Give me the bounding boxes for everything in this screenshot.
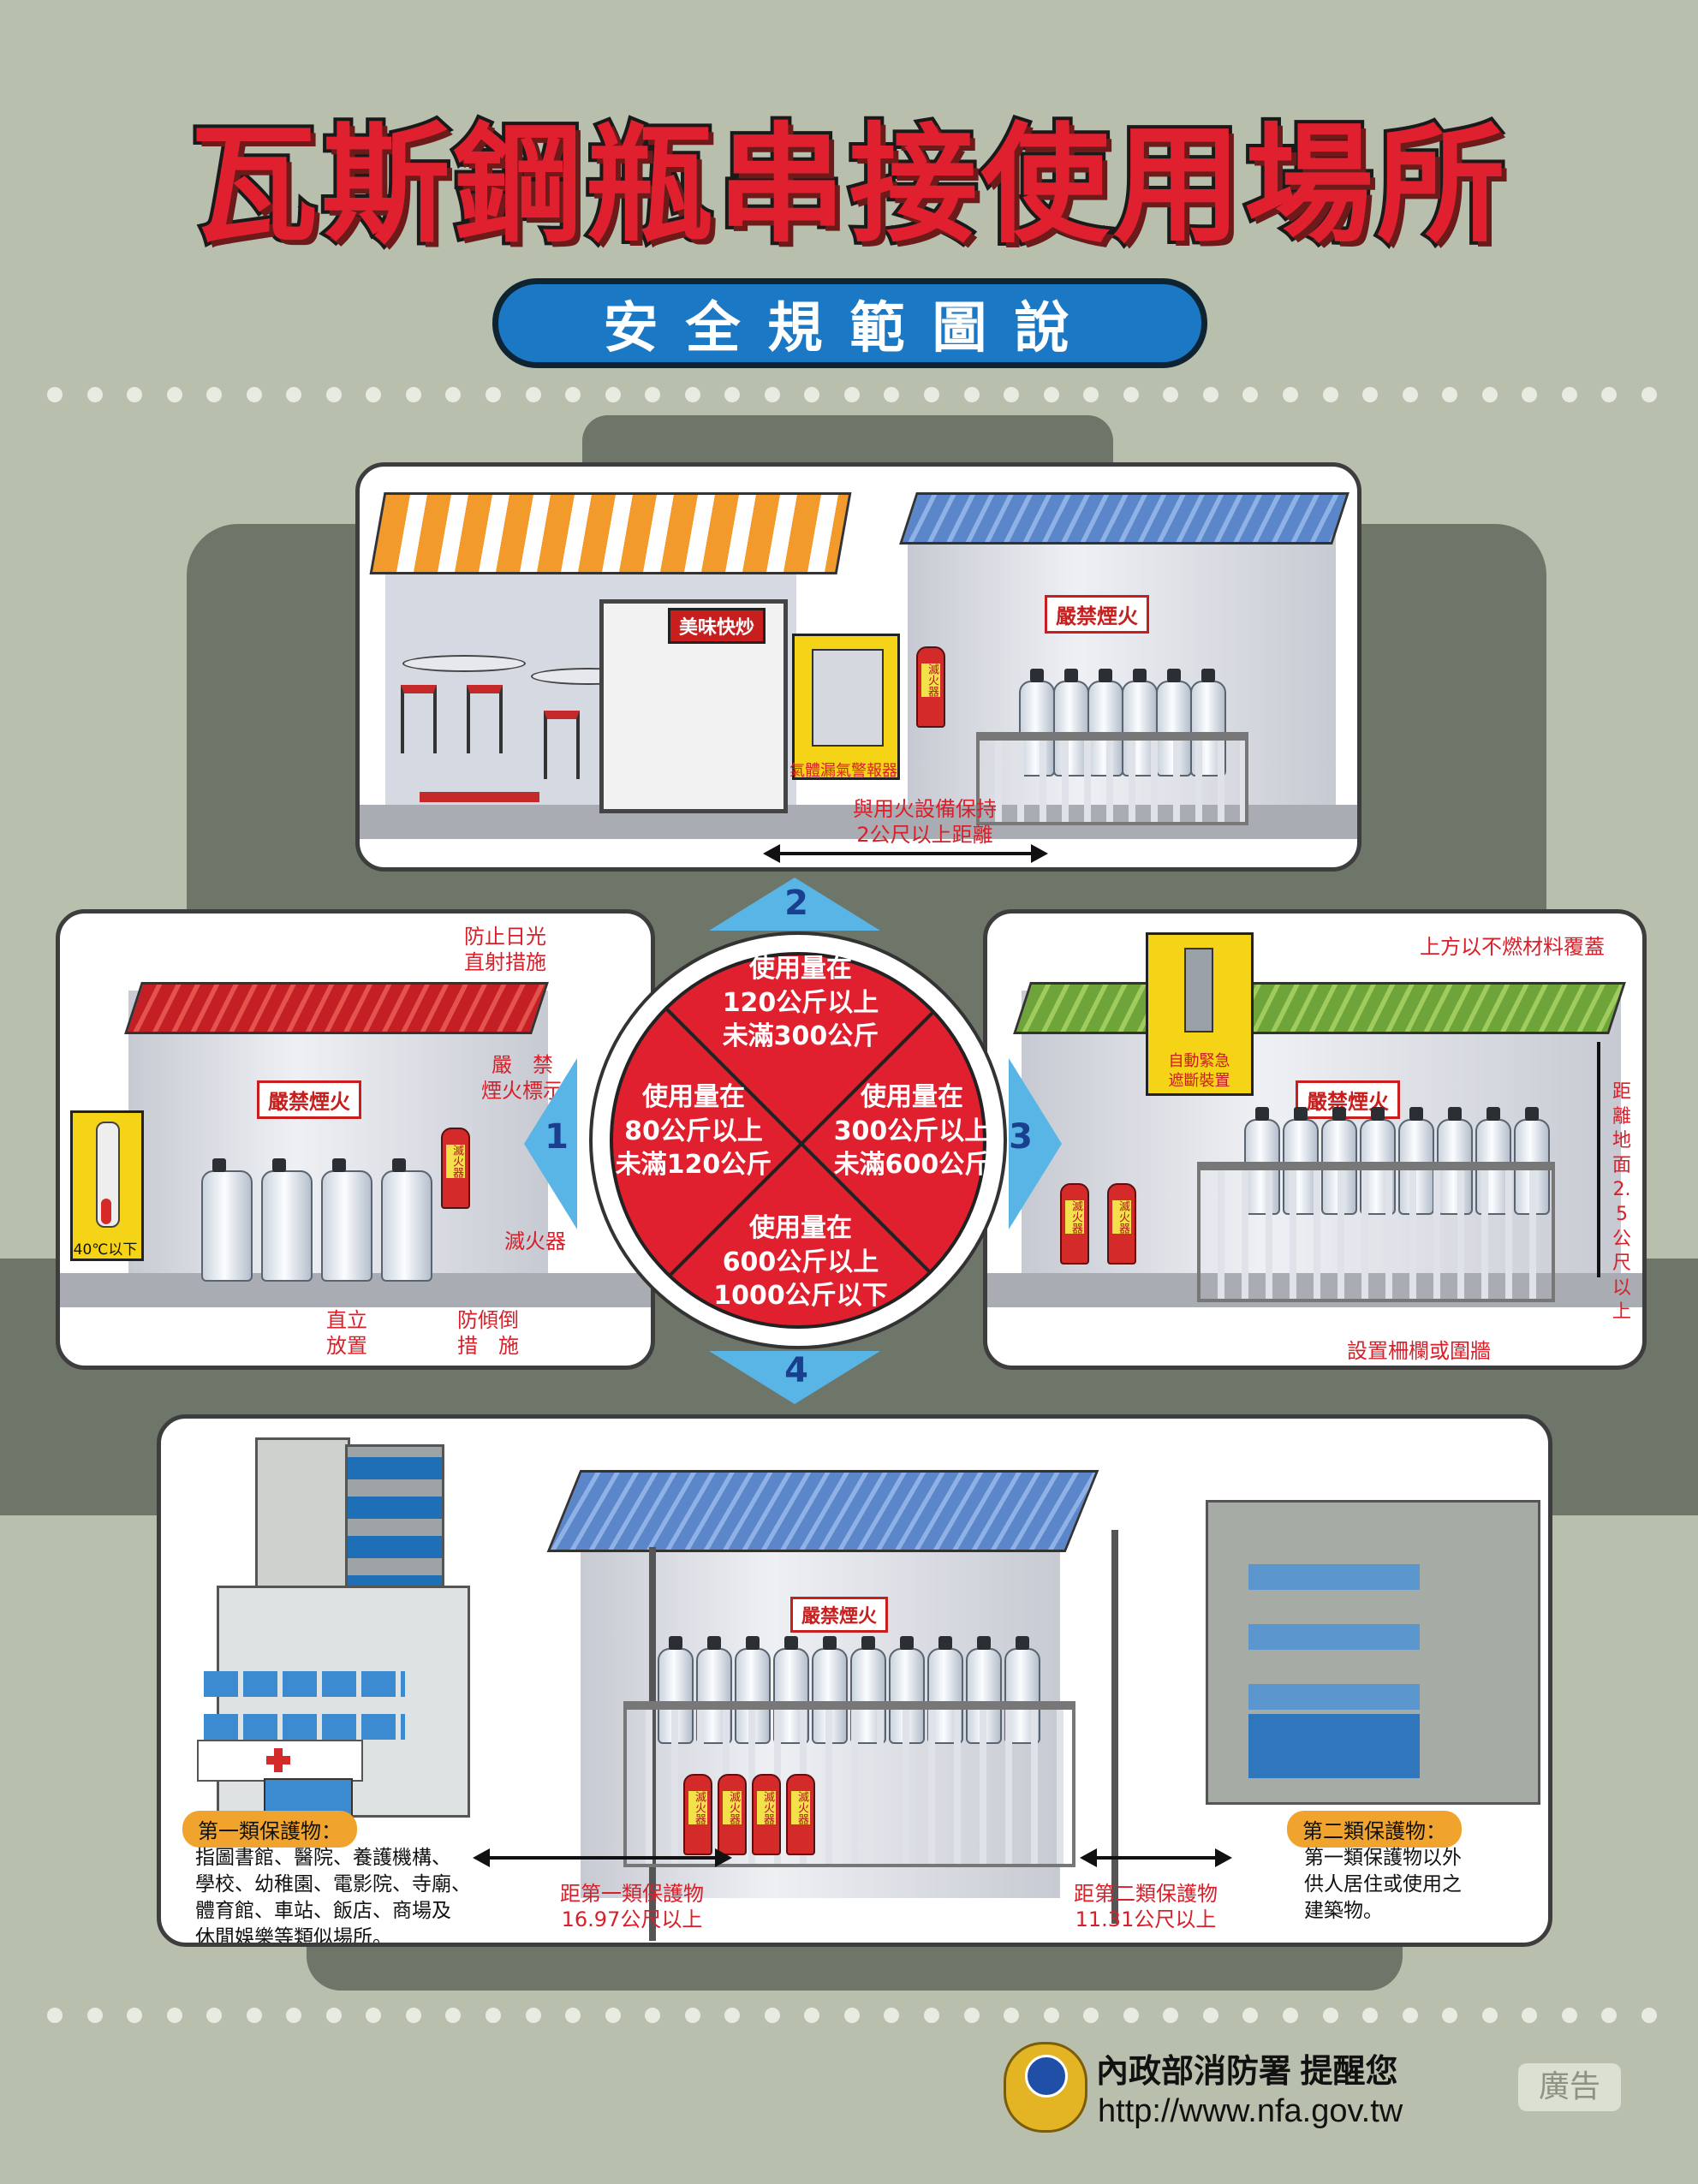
quadrant-left: 使用量在 80公斤以上 未滿120公斤 <box>615 1082 772 1181</box>
agency-emblem <box>1004 2042 1087 2133</box>
extinguisher-icon: 滅火器 <box>718 1774 747 1855</box>
arrow-3-label: 3 <box>1009 1117 1033 1157</box>
stool <box>544 711 580 779</box>
green-roof <box>1013 982 1626 1034</box>
extinguisher-icon: 滅火器 <box>683 1774 712 1855</box>
dotted-divider-top <box>47 387 1657 404</box>
extinguisher-icon: 滅火器 <box>441 1128 470 1209</box>
floor-mat <box>420 792 539 802</box>
red-roof <box>124 982 549 1034</box>
class1-distance-arrow <box>473 1848 732 1867</box>
no-fire-sign: 嚴禁煙火 <box>257 1080 361 1119</box>
extinguisher-icon: 滅火器 <box>752 1774 781 1855</box>
usage-circle <box>593 935 1004 1346</box>
fence-label: 設置柵欄或圍牆 <box>1347 1339 1491 1363</box>
subtitle-pill: 安全規範圖說 <box>492 278 1207 368</box>
class2-text: 第一類保護物以外 供人居住或使用之 建築物。 <box>1304 1847 1462 1923</box>
arrow-2-label: 2 <box>784 884 808 923</box>
quadrant-top: 使用量在 120公斤以上 未滿300公斤 <box>722 954 879 1052</box>
height-arrow <box>1597 1042 1600 1277</box>
table <box>402 655 526 672</box>
height-label: 距離地面2.5公尺以上 <box>1612 1081 1631 1324</box>
hospital-sign <box>197 1740 363 1782</box>
arrow-down-icon <box>709 1351 880 1404</box>
quadrant-bottom: 使用量在 600公斤以上 1000公斤以下 <box>713 1213 888 1312</box>
cover-label: 上方以不燃材料覆蓋 <box>1420 935 1605 959</box>
fence <box>976 732 1248 825</box>
blue-roof <box>546 1470 1099 1552</box>
class1-distance: 距第一類保護物 16.97公尺以上 <box>560 1882 704 1931</box>
panel-medium-usage: 上方以不燃材料覆蓋 自動緊急 遮斷裝置 嚴禁煙火 滅火器 滅火器 距離地面2.5… <box>983 909 1647 1370</box>
quadrant-right: 使用量在 300公斤以上 未滿600公斤 <box>833 1082 991 1181</box>
fence <box>1197 1162 1555 1302</box>
page-title: 瓦斯鋼瓶串接使用場所 <box>186 108 1509 264</box>
extinguisher-icon: 滅火器 <box>1060 1183 1089 1265</box>
no-fire-sign: 嚴禁煙火 <box>1045 595 1149 634</box>
stool <box>401 685 437 753</box>
class1-text: 指圖書館、醫院、養護機構、 學校、幼稚園、電影院、寺廟、 體育館、車站、飯店、商… <box>195 1847 471 1947</box>
distance-arrow <box>763 844 1048 863</box>
antitip-label: 防傾倒 措 施 <box>457 1308 519 1358</box>
thermometer-icon <box>70 1110 144 1261</box>
awning <box>369 492 852 574</box>
panel-large-usage: 嚴禁煙火 滅火器 滅火器 滅火器 滅火器 第一類保護物： 指圖書館、醫院、養護機… <box>157 1414 1552 1947</box>
no-fire-sign: 嚴禁煙火 <box>790 1597 889 1633</box>
thermo-label: 40℃以下 <box>73 1241 138 1259</box>
subtitle: 安全規範圖說 <box>603 296 1097 360</box>
blue-roof <box>899 492 1349 545</box>
class2-distance: 距第二類保護物 11.31公尺以上 <box>1074 1882 1218 1931</box>
agency-text: 內政部消防署 提醒您 <box>1096 2054 1398 2090</box>
detector-label: 氣體漏氣警報器 <box>789 762 897 780</box>
ad-badge: 廣告 <box>1518 2063 1621 2111</box>
dotted-divider-bottom <box>47 2008 1657 2025</box>
extinguisher-icon: 滅火器 <box>1107 1183 1136 1265</box>
extinguisher-icon: 滅火器 <box>916 646 945 728</box>
arrow-1-label: 1 <box>545 1117 569 1157</box>
shop-sign: 美味快炒 <box>668 608 766 644</box>
extinguisher-label: 滅火器 <box>504 1229 566 1253</box>
valve-label: 自動緊急 遮斷裝置 <box>1168 1052 1230 1090</box>
extinguisher-icon: 滅火器 <box>786 1774 815 1855</box>
valve-box <box>1146 932 1254 1096</box>
panel-restaurant: 美味快炒 氣體漏氣警報器 滅火器 嚴禁煙火 與用火設備保持 2公尺以上距離 <box>355 462 1361 872</box>
arrow-up-icon <box>709 878 880 931</box>
distance-label: 與用火設備保持 2公尺以上距離 <box>853 797 997 847</box>
gas-detector-box <box>792 634 900 780</box>
arrow-4-label: 4 <box>784 1351 808 1390</box>
class2-tag: 第二類保護物： <box>1287 1811 1462 1848</box>
upright-label: 直立 放置 <box>326 1308 367 1358</box>
arrow-left-icon <box>524 1058 577 1229</box>
class1-tag: 第一類保護物： <box>182 1811 357 1848</box>
stool <box>467 685 503 753</box>
class2-distance-arrow <box>1080 1848 1232 1867</box>
sun-protection-label: 防止日光 直射措施 <box>464 925 546 974</box>
arrow-right-icon <box>1009 1058 1062 1229</box>
agency-url[interactable]: http://www.nfa.gov.tw <box>1098 2093 1403 2129</box>
